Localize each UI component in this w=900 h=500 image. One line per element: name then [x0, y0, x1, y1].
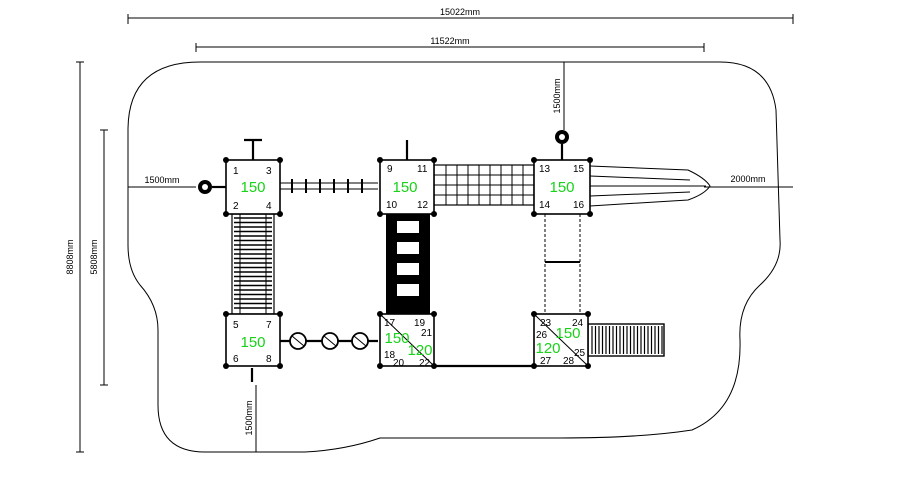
dimension-label-inner-height: 5808mm — [89, 239, 99, 274]
dimension-label-overall-width: 15022mm — [440, 7, 480, 17]
dimension-inner-height: 5808mm — [89, 129, 108, 386]
deck-height: 150 — [549, 179, 574, 196]
post-number: 7 — [266, 320, 272, 331]
dimension-inner-width: 11522mm — [195, 36, 705, 52]
dimension-label-right-clearance: 2000mm — [730, 174, 765, 184]
climbing-wall — [386, 214, 430, 314]
post-number: 4 — [266, 201, 272, 212]
deck-height-upper: 150 — [555, 325, 580, 342]
safety-zone-outline — [127, 61, 781, 453]
dimension-label-bottom-clearance: 1500mm — [244, 400, 254, 435]
post-number: 8 — [266, 354, 272, 365]
post-dot — [277, 211, 283, 217]
post-number: 28 — [563, 356, 575, 367]
post-dot — [431, 211, 437, 217]
deck-height: 150 — [392, 179, 417, 196]
dimension-top-clearance: 1500mm — [552, 62, 565, 130]
deck-height: 150 — [240, 334, 265, 351]
chain-bridge — [280, 179, 378, 193]
post-dot — [377, 363, 383, 369]
deck-bottom-left: 150 5 6 7 8 — [225, 313, 281, 367]
post-number: 11 — [417, 164, 428, 175]
post-number: 3 — [266, 166, 272, 177]
post-dot — [431, 363, 437, 369]
post-number: 21 — [421, 328, 433, 339]
post-number: 22 — [419, 358, 431, 369]
post-dot — [377, 211, 383, 217]
post-number: 10 — [386, 200, 398, 211]
dimension-overall-height: 8808mm — [65, 61, 84, 453]
post-number: 23 — [540, 318, 552, 329]
post-dot — [223, 157, 229, 163]
dimension-left-clearance: 1500mm — [128, 175, 196, 188]
steering-wheel-top — [555, 130, 569, 160]
post-number: 9 — [387, 164, 393, 175]
tube-slide — [589, 165, 711, 207]
deck-height-lower: 120 — [535, 340, 560, 357]
deck-top-left: 150 1 2 3 4 — [225, 159, 281, 215]
post-number: 12 — [417, 200, 429, 211]
post-dot — [431, 311, 437, 317]
telescope-top-left — [244, 138, 262, 160]
post-dot — [377, 157, 383, 163]
post-number: 5 — [233, 320, 239, 331]
post-number: 27 — [540, 356, 552, 367]
post-number: 1 — [233, 166, 239, 177]
post-number: 25 — [574, 348, 586, 359]
post-dot — [531, 363, 537, 369]
post-number: 19 — [414, 318, 426, 329]
dimension-label-left-clearance: 1500mm — [144, 175, 179, 185]
post-dot — [585, 363, 591, 369]
post-dot — [587, 211, 593, 217]
post-dot — [587, 157, 593, 163]
dimension-overall-width: 15022mm — [127, 7, 794, 24]
post-number: 6 — [233, 354, 239, 365]
post-number: 15 — [573, 164, 585, 175]
posts — [223, 157, 593, 369]
deck-bottom-right: 150 120 23 24 25 26 27 28 — [533, 313, 589, 367]
post-dot — [531, 311, 537, 317]
post-dot — [223, 363, 229, 369]
post-dot — [431, 157, 437, 163]
post-dot — [277, 157, 283, 163]
dimension-label-overall-height: 8808mm — [65, 239, 75, 274]
deck-height-lower: 120 — [407, 342, 432, 359]
post-number: 13 — [539, 164, 551, 175]
vertical-bridge-left — [231, 213, 275, 315]
post-number: 26 — [536, 330, 548, 341]
deck-top-center: 150 9 10 11 12 — [379, 159, 435, 215]
stepping-rings — [280, 332, 378, 350]
post-dot — [223, 211, 229, 217]
net-bridge — [433, 164, 535, 206]
deck-bottom-center: 150 120 17 18 19 20 21 22 — [379, 313, 435, 369]
dimension-right-clearance: 2000mm — [704, 174, 793, 188]
steering-wheel-left — [198, 180, 226, 194]
post-number: 18 — [384, 350, 396, 361]
post-number: 14 — [539, 200, 551, 211]
post-dot — [531, 211, 537, 217]
deck-height: 150 — [240, 179, 265, 196]
post-dot — [377, 311, 383, 317]
post-dot — [277, 311, 283, 317]
step-ramp — [587, 323, 665, 357]
deck-top-right: 150 13 14 15 16 — [533, 159, 591, 215]
post-number: 2 — [233, 201, 239, 212]
post-number: 17 — [384, 318, 396, 329]
post-number: 24 — [572, 318, 584, 329]
post-dot — [531, 157, 537, 163]
post-number: 20 — [393, 358, 405, 369]
deck-height-upper: 150 — [384, 330, 409, 347]
post-number: 16 — [573, 200, 585, 211]
post-dot — [223, 311, 229, 317]
dimension-label-inner-width: 11522mm — [430, 36, 469, 46]
post-dot — [585, 311, 591, 317]
post-dot — [277, 363, 283, 369]
dashed-ladder — [544, 214, 581, 316]
dimension-label-top-clearance: 1500mm — [552, 78, 562, 113]
dimension-bottom-clearance: 1500mm — [244, 385, 257, 452]
